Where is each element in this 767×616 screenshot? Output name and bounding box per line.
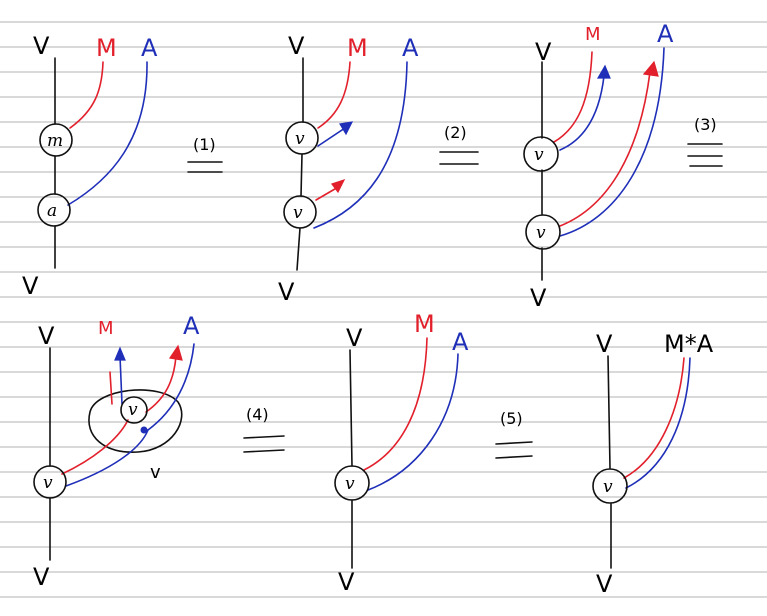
label-v-bottom: V [338,568,355,596]
node-inner [120,396,148,424]
v-strand-mid [300,153,303,197]
m-strand [623,357,685,479]
label-v-top: V [33,32,50,60]
label-a: A [183,312,200,340]
a-strand [367,353,459,491]
step-2-equals [439,151,479,165]
label-m: M [585,24,601,45]
node-m [39,123,73,157]
step-5-label: (5) [500,409,523,428]
step-1: (1) [187,135,223,173]
label-v-top: V [535,38,552,66]
m-strand [363,337,428,471]
label-a: A [141,34,158,62]
label-v-bottom: V [596,570,613,598]
step-2-label: (2) [444,123,467,142]
m-strand-lower [61,419,129,475]
a-arrowhead [114,346,126,361]
node-a-label: a [47,201,57,221]
label-a: A [402,34,419,62]
node-v-upper-label: v [295,129,305,149]
node-v-upper [523,136,559,172]
step-3-equals [687,143,723,167]
label-a: A [657,20,674,48]
node-v-upper [285,121,319,155]
label-m: M [96,34,117,62]
node-inner-label: v [128,400,138,420]
m-arrowhead [168,344,183,361]
paper-ruling [0,21,767,598]
m-strand-inner [109,371,113,405]
node-v [334,465,370,501]
step-1-equals [187,161,223,173]
a-strand-up [147,343,195,431]
label-a: A [452,328,469,356]
a-junction-dot [140,426,148,434]
m-strand-loop [559,71,651,227]
label-m: M [414,310,435,338]
m-strand-up [553,51,593,143]
label-m: M [98,318,114,339]
a-arrowhead [596,64,611,79]
label-m: M [347,34,368,62]
bubble-label: v [150,462,161,483]
a-strand [67,61,148,206]
diagram-3: V M A V v v [523,20,674,312]
step-3-label: (3) [694,115,717,134]
node-v-label: v [345,474,355,494]
node-v [592,468,628,504]
step-3: (3) [687,115,723,167]
label-v-top: V [288,32,305,60]
node-v-lower-label: v [536,223,546,243]
node-v-lower [283,195,317,229]
step-5-equals [495,441,533,459]
v-strand-top [607,355,611,469]
step-4: (4) [243,405,285,453]
a-strand-up [559,47,665,237]
m-open-end [145,355,177,413]
a-strand [625,357,691,489]
diagram-4: V M A V v v v [33,312,200,591]
label-v-bottom: V [33,563,50,591]
a-open-end [119,355,123,405]
node-v-lower [525,214,561,250]
label-v-bottom: V [22,272,39,300]
label-v-bottom: V [530,284,547,312]
label-v-top: V [346,324,363,352]
label-ma: M*A [664,330,714,358]
label-v-bottom: V [278,278,295,306]
step-1-label: (1) [193,135,216,154]
node-v-lower-label: v [293,203,303,223]
node-v-upper-label: v [534,145,544,165]
step-4-equals [243,435,285,453]
v-strand-top [349,349,353,467]
diagram-5: V M A V v [334,310,469,596]
m-arrowhead [331,178,346,194]
v-strand-bottom [296,227,301,271]
node-v-label: v [603,477,613,497]
step-5: (5) [495,409,533,459]
diagram-6: V M*A V v [592,330,714,598]
step-4-label: (4) [246,405,269,424]
label-v-top: V [596,330,613,358]
step-2: (2) [439,123,479,165]
a-strand-loop [559,75,605,151]
m-strand [317,61,351,129]
bubble-outline [88,389,183,453]
a-strand [313,61,408,229]
diagram-1: V M A V m a [22,32,158,300]
diagram-2: V M A V v v [278,32,419,306]
node-v [33,465,67,499]
a-arrowhead [339,121,354,136]
node-m-label: m [47,131,63,151]
label-v-top: V [38,322,55,350]
m-strand [69,61,104,129]
a-strand-lower [65,429,149,487]
node-a [37,193,71,227]
node-v-label: v [43,473,53,493]
m-arrowhead [642,60,659,77]
